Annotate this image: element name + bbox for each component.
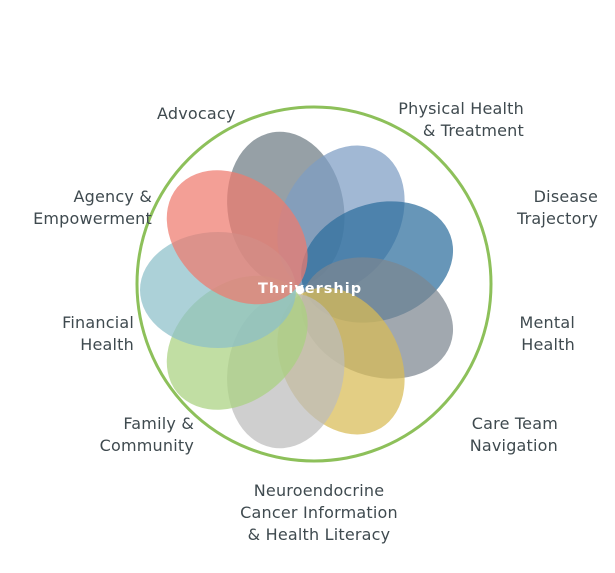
label-disease-trajectory: Disease Trajectory [517, 187, 598, 228]
label-mental-health: Mental Health [519, 313, 575, 354]
petal-group [140, 131, 454, 449]
label-financial: Financial Health [62, 313, 134, 354]
label-agency: Agency & Empowerment [33, 187, 152, 228]
label-physical-health: Physical Health & Treatment [398, 99, 524, 140]
label-advocacy: Advocacy [157, 104, 236, 123]
outer-ring [135, 105, 493, 463]
label-family: Family & Community [99, 414, 194, 455]
center-label-thrivership: Thrivership [258, 281, 363, 297]
petal-agency [166, 170, 308, 305]
label-care-team: Care Team Navigation [469, 414, 558, 455]
label-neuroendocrine: Neuroendocrine Cancer Information & Heal… [240, 481, 398, 544]
